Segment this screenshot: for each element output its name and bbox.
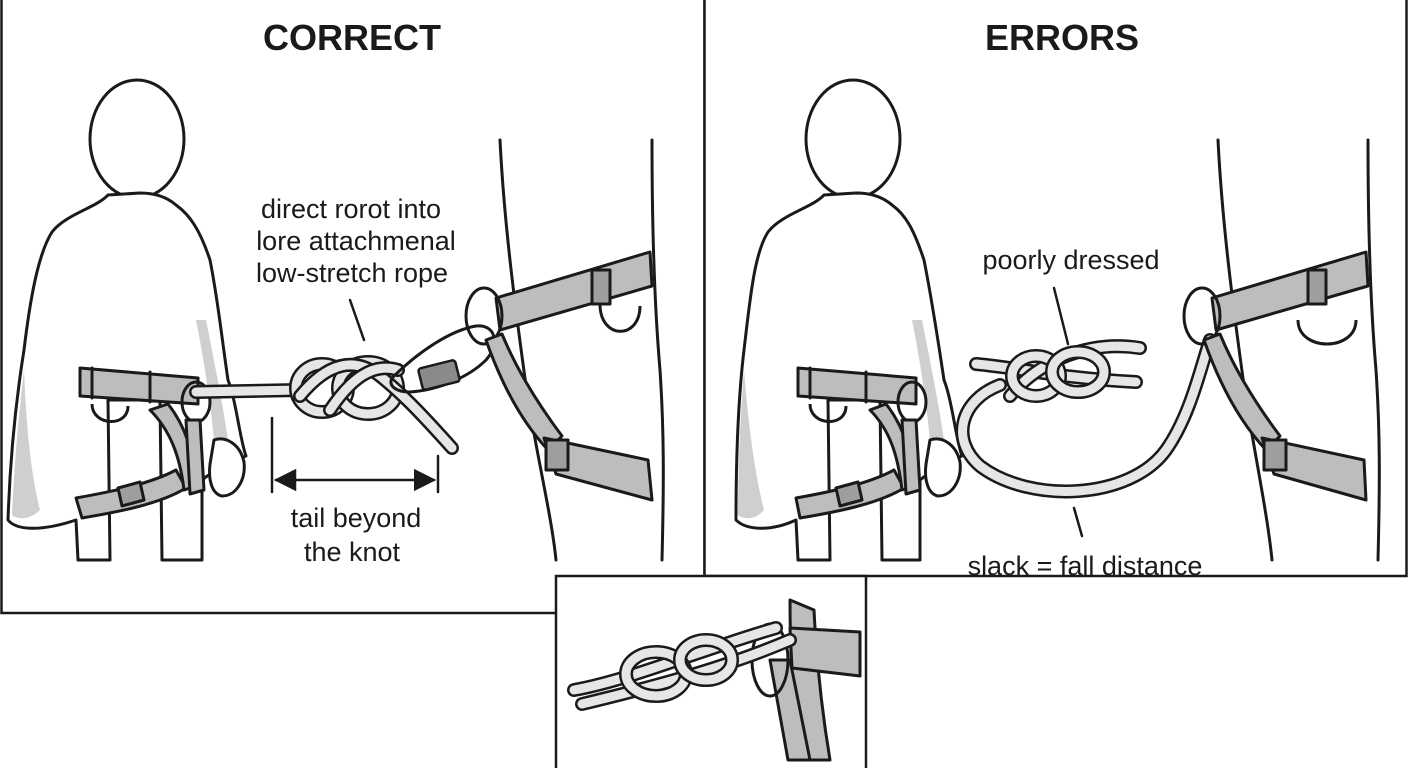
harness-errors <box>1182 138 1381 562</box>
carabiner <box>389 324 496 394</box>
tail-label-line2: the knot <box>304 537 401 567</box>
tail-measure <box>270 416 440 494</box>
poorly-dressed-label: poorly dressed <box>982 245 1159 275</box>
climber-left <box>6 78 248 562</box>
correct-label-line2: lore attachmenal <box>256 226 456 256</box>
inset-knot <box>567 598 862 762</box>
harness-right <box>464 138 665 562</box>
correct-title: CORRECT <box>263 17 441 58</box>
rope-correct <box>189 383 307 399</box>
knot-correct <box>289 355 459 455</box>
climber-errors <box>734 78 964 562</box>
slack-label: slack = fall distance <box>968 551 1203 581</box>
knot-errors <box>1005 345 1111 403</box>
correct-label-line1: direct rorot into <box>261 194 441 224</box>
tail-label-line1: tail beyond <box>291 503 422 533</box>
correct-label-line3: low-stretch rope <box>256 258 448 288</box>
errors-title: ERRORS <box>985 17 1139 58</box>
